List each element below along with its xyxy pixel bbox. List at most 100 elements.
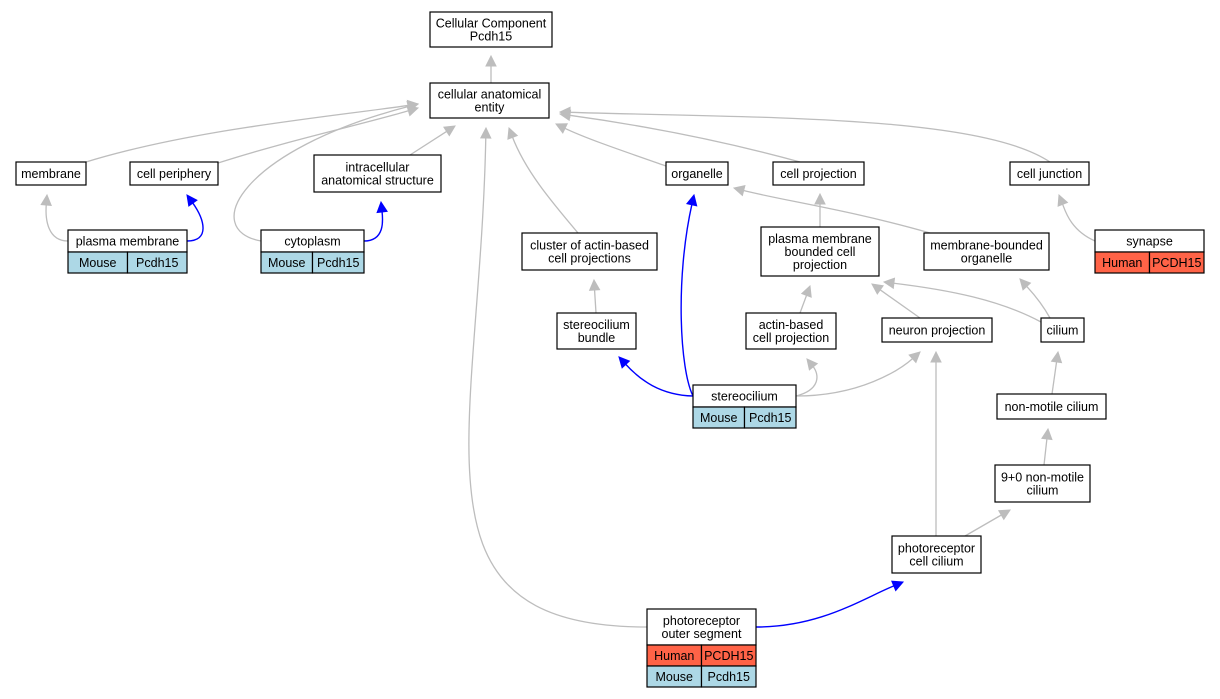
edge-line [878,288,921,319]
node-label: neuron projection [889,324,986,338]
node-label: organelle [961,252,1012,266]
edge-arrowhead [1057,193,1069,207]
node-label: intracellular [346,161,410,175]
node-label: cell projections [548,252,631,266]
node-label: cilium [1027,484,1059,498]
node-cilium[interactable]: cilium [1040,317,1085,343]
node-box [521,232,658,271]
edge-line [624,363,694,397]
species-label: Human [654,649,694,663]
edge-arrowhead [800,284,812,298]
node-label: outer segment [662,627,742,641]
edge-synapse-to-cell-junction [1057,193,1096,242]
node-cell-junction[interactable]: cell junction [1009,161,1090,186]
node-box [996,393,1107,420]
node-box [994,464,1091,503]
edge-stereocilium-bundle-to-cluster-actin [588,278,601,314]
node-label: photoreceptor [663,614,740,628]
edge-line [217,109,410,164]
node-label: cellular anatomical [438,88,542,102]
edge-photoreceptor-cilium-to-nine-zero [964,509,1011,537]
node-box [1009,161,1090,186]
node-membrane[interactable]: membrane [15,161,87,186]
edge-line [1043,437,1048,466]
gene-label: Pcdh15 [749,411,791,425]
gene-label: PCDH15 [704,649,753,663]
gene-cell [700,665,757,688]
edge-cytoplasm-to-cae [233,101,420,242]
node-label: membrane [21,167,81,181]
species-label: Human [1102,256,1142,270]
node-non-motile-cilium[interactable]: non-motile cilium [996,393,1107,420]
edge-stereocilium-to-organelle [680,193,698,397]
edge-line [568,111,1051,163]
node-label: cytoplasm [284,235,340,249]
edge-stereocilium-to-actin-based [795,358,819,397]
edge-cytoplasm-to-intracellular [363,200,388,242]
node-label: projection [793,258,847,272]
node-cell-projection[interactable]: cell projection [772,161,865,186]
node-box [1040,317,1085,343]
edge-cell-junction-to-cae [558,106,1051,163]
node-organelle[interactable]: organelle [665,161,729,186]
node-label: organelle [671,167,722,181]
gene-cell [126,251,188,274]
edge-line [593,288,597,314]
gene-label: PCDH15 [1152,256,1201,270]
node-label: bundle [578,331,616,345]
node-label: cell projection [753,331,829,345]
node-box [745,312,837,350]
edge-line [680,203,694,397]
node-label: 9+0 non-motile [1001,471,1084,485]
node-label: stereocilium [563,318,630,332]
node-cell-periphery[interactable]: cell periphery [129,161,219,186]
edge-nine-zero-to-non-motile-cilium [1041,427,1053,466]
node-box [881,317,993,343]
node-box [313,154,442,193]
node-box [429,82,550,119]
node-label: cell periphery [137,167,212,181]
edge-line [45,203,69,242]
edge-arrowhead [558,106,571,119]
node-box [760,226,880,277]
edge-line [568,114,801,163]
edge-arrowhead [806,358,819,371]
node-neuron-projection[interactable]: neuron projection [881,317,993,343]
node-box [665,161,729,186]
gene-label: Pcdh15 [136,256,178,270]
edge-line [468,136,648,628]
edge-line [1061,203,1096,242]
node-box [429,11,553,48]
species-label: Mouse [79,256,117,270]
node-box [923,232,1050,271]
edge-arrowhead [1050,350,1063,364]
edge-stereocilium-to-stereocilium-bundle [618,356,694,397]
edge-arrowhead [891,580,905,592]
gene-cell [311,251,365,274]
node-label: Pcdh15 [470,30,512,44]
node-label: membrane-bounded [930,239,1043,253]
edge-photoreceptor-outer-to-photoreceptor-cilium [755,580,905,628]
edge-photoreceptor-outer-to-cae [468,126,648,628]
gene-cell [743,406,797,429]
edge-line [409,130,448,156]
node-label: Cellular Component [436,17,547,31]
species-label: Mouse [268,256,306,270]
edge-arrowhead [997,509,1011,521]
node-label: bounded cell [785,245,856,259]
